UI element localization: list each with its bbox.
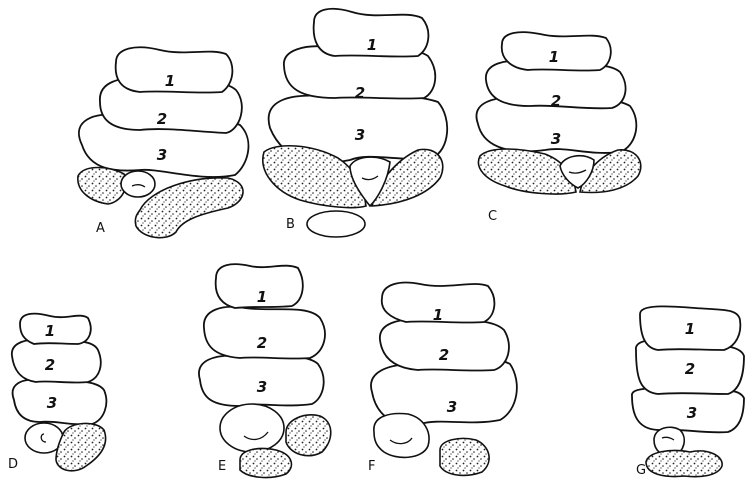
label-1: 1 [165,72,175,90]
label-1: 1 [685,320,695,338]
label-2: 2 [685,360,695,378]
segment-2 [12,340,101,383]
label-1: 1 [257,288,267,306]
panel-letter: C [488,209,497,224]
label-2: 2 [257,334,267,352]
label-3: 3 [447,398,457,416]
panel-g: 1 2 3 G [632,306,744,478]
panel-b: 1 2 3 B [263,9,447,237]
stippled-mass [646,450,722,476]
label-1: 1 [367,36,377,54]
label-2: 2 [45,356,55,374]
label-3: 3 [687,404,697,422]
panel-a: 1 2 3 A [78,47,249,237]
label-3: 3 [551,130,561,148]
segment-1 [20,314,91,344]
stippled-mass-bottom [240,448,291,477]
panel-e: 1 2 3 E [199,264,331,477]
small-ovoid [121,171,155,197]
label-1: 1 [549,48,559,66]
panel-letter: F [368,459,375,474]
label-1: 1 [45,322,55,340]
panel-letter: B [286,217,295,232]
label-3: 3 [157,146,167,164]
label-2: 2 [551,92,561,110]
stippled-mass [56,423,106,470]
large-ovoid [374,414,429,458]
panel-f: 1 2 3 F [368,283,517,476]
panel-letter: D [8,457,18,472]
panel-d: 1 2 3 D [8,314,106,472]
label-1: 1 [433,306,443,324]
large-ovoid [220,404,284,452]
label-3: 3 [257,378,267,396]
panel-letter: A [96,221,105,236]
panel-c: 1 2 3 C [476,32,640,224]
label-3: 3 [47,394,57,412]
label-2: 2 [439,346,449,364]
panel-letter: G [636,463,646,478]
stippled-mass [440,438,489,475]
stippled-mass-right [286,415,331,456]
lower-ovoid [307,211,365,237]
panel-letter: E [218,459,226,474]
label-2: 2 [157,110,167,128]
segment-3 [13,380,107,425]
label-2: 2 [355,84,365,102]
stippled-mass-left [78,168,126,205]
label-3: 3 [355,126,365,144]
